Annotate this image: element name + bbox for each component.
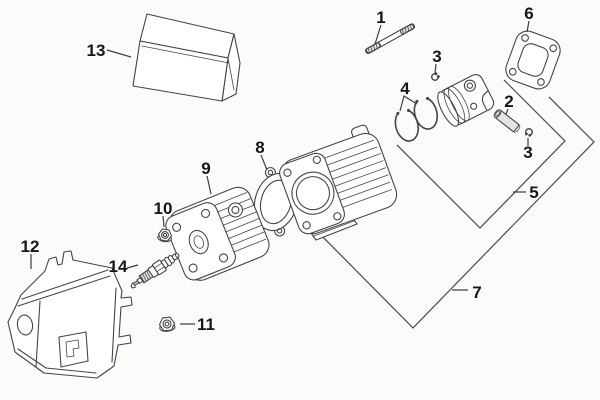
callout-leader-lines <box>30 20 530 325</box>
callout-9: 9 <box>201 159 210 178</box>
callout-10: 10 <box>154 199 173 218</box>
part-shroud <box>7 250 133 379</box>
leader-6 <box>526 20 530 33</box>
part-nut-upper <box>157 228 172 243</box>
callout-3b: 3 <box>523 143 532 162</box>
leader-14 <box>126 264 139 269</box>
part-piston-pin <box>493 109 521 133</box>
group-bracket-7 <box>312 96 595 329</box>
callout-1: 1 <box>376 8 385 27</box>
callout-7: 7 <box>472 283 481 302</box>
callout-3a: 3 <box>432 47 441 66</box>
callout-2: 2 <box>504 92 513 111</box>
leader-3a <box>434 63 437 74</box>
part-circlip-lower <box>524 128 533 137</box>
callout-labels: 1 2 3 3 4 5 6 7 8 9 10 11 12 13 14 <box>21 4 539 334</box>
part-cover-top <box>132 13 241 102</box>
callout-6: 6 <box>524 4 533 23</box>
part-spark-plug <box>130 252 180 289</box>
callout-11: 11 <box>197 315 215 334</box>
callout-8: 8 <box>255 138 264 157</box>
part-piston-ring-1 <box>394 108 420 142</box>
part-piston <box>437 74 495 127</box>
leader-8 <box>260 154 268 171</box>
leader-1 <box>374 24 382 45</box>
callout-13: 13 <box>87 41 106 60</box>
part-cylinder-head <box>165 186 270 281</box>
group-bracket-5 <box>396 79 566 229</box>
leader-13 <box>106 49 132 58</box>
leader-2 <box>505 108 509 115</box>
callout-5: 5 <box>529 183 538 202</box>
part-cylinder <box>279 124 398 235</box>
callout-14: 14 <box>109 257 128 276</box>
callout-4: 4 <box>400 79 410 98</box>
leader-10 <box>162 215 165 228</box>
part-piston-ring-2 <box>413 96 439 130</box>
callout-12: 12 <box>21 237 40 256</box>
leader-4 <box>399 95 418 112</box>
part-stud-bolt <box>365 23 416 54</box>
part-nut-lower <box>158 316 176 332</box>
part-base-gasket <box>505 30 561 90</box>
part-circlip-upper <box>431 72 440 81</box>
leader-9 <box>206 175 212 195</box>
